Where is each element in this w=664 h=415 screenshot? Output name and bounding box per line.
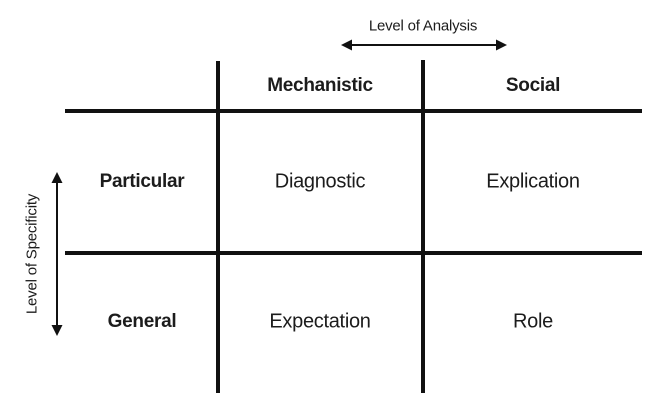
x-axis-label: Level of Analysis (368, 17, 478, 35)
cell-particular-mechanistic: Diagnostic (274, 170, 366, 193)
cell-particular-social: Explication (486, 170, 580, 193)
horizontal-double-arrow-icon (341, 39, 507, 51)
cell-general-social: Role (513, 310, 553, 333)
grid-horizontal-line-bottom (65, 251, 642, 255)
row-header-particular: Particular (99, 171, 185, 192)
column-header-social: Social (505, 75, 561, 96)
y-axis-label: Level of Specificity (23, 193, 41, 315)
vertical-double-arrow-icon (51, 172, 63, 336)
grid-vertical-line-left (216, 61, 220, 393)
column-header-mechanistic: Mechanistic (267, 75, 373, 96)
grid-vertical-line-right (421, 60, 425, 393)
grid-horizontal-line-top (65, 109, 642, 113)
row-header-general: General (107, 311, 177, 332)
cell-general-mechanistic: Expectation (269, 310, 371, 333)
